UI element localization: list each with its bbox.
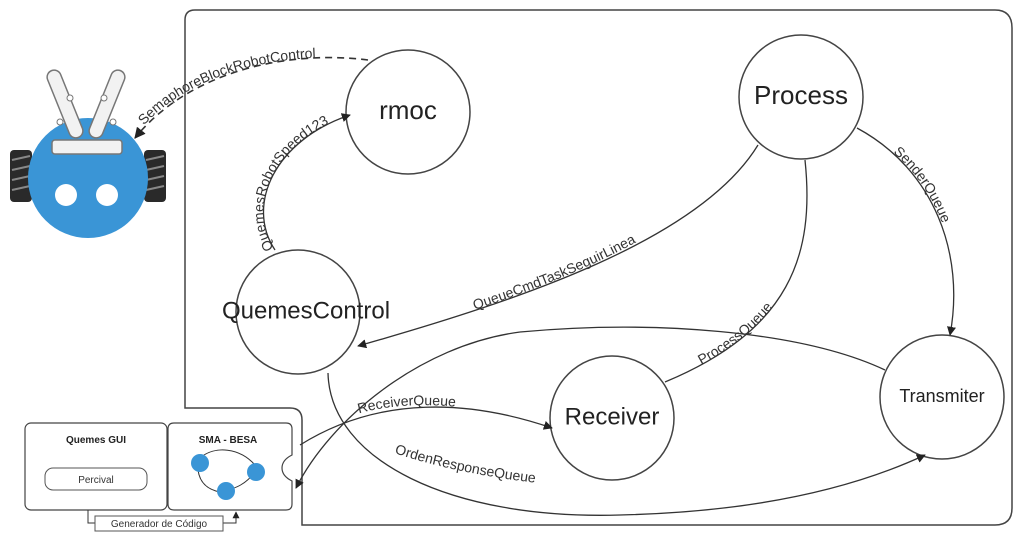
edge-control-to-sma <box>295 331 521 489</box>
edge-sender-queue <box>856 127 956 336</box>
edge-label-semaphore: SemaphoreBlockRobotControl <box>135 45 316 128</box>
node-label-rmoc: rmoc <box>379 95 437 125</box>
edge-label-orden-response: OrdenResponseQueue <box>393 441 536 486</box>
generator-label: Generador de Código <box>111 519 208 530</box>
node-transmiter: Transmiter <box>879 334 1005 460</box>
edge-label-process-queue: ProcessQueue <box>695 299 775 368</box>
sma-besa-panel: SMA - BESA <box>167 422 293 511</box>
node-process: Process <box>738 34 864 160</box>
generator-connector: Generador de Código <box>87 510 240 532</box>
edge-label-robot-speed: QuemesRobotSpeed123 <box>250 112 330 255</box>
edge-transmiter-to-control <box>519 326 886 371</box>
edge-label-receiver-queue: ReceiverQueue <box>356 392 457 416</box>
node-label-process: Process <box>754 80 848 110</box>
agent-network-icon <box>191 449 265 500</box>
edge-semaphore <box>134 56 369 139</box>
percival-button[interactable]: Percival <box>78 475 114 486</box>
edge-sma-to-receiver <box>299 406 553 446</box>
edge-orden-response <box>327 372 926 516</box>
node-quemes-control: QuemesControl <box>222 249 390 375</box>
node-label-transmiter: Transmiter <box>899 386 984 406</box>
edge-label-cmd-task: QueueCmdTaskSeguirLinea <box>471 231 638 313</box>
node-label-receiver: Receiver <box>565 403 660 430</box>
gui-title: Quemes GUI <box>66 435 126 446</box>
edge-process-queue <box>664 159 808 383</box>
edge-cmd-task <box>357 144 759 349</box>
robot-icon <box>10 69 166 238</box>
node-label-quemes-control: QuemesControl <box>222 297 390 324</box>
sma-title: SMA - BESA <box>199 435 258 446</box>
edge-robot-speed <box>262 113 351 251</box>
node-rmoc: rmoc <box>345 49 471 175</box>
node-receiver: Receiver <box>549 355 675 481</box>
edge-label-sender-queue: SenderQueue <box>891 143 954 225</box>
quemes-gui-panel: Quemes GUI Percival <box>24 422 168 511</box>
system-container <box>184 9 1013 526</box>
